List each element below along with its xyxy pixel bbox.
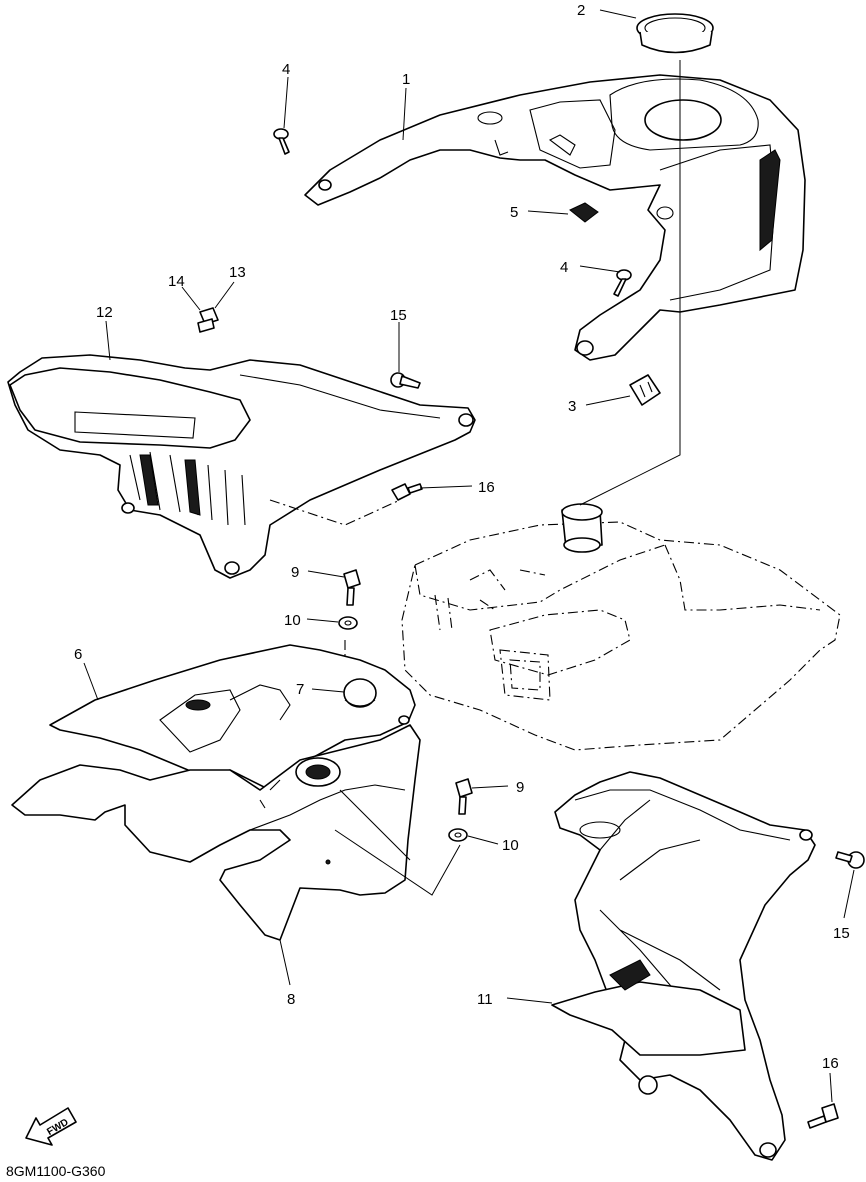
part-15-bolt-upper: [390, 372, 421, 389]
callout-16-lower: 16: [822, 1055, 839, 1072]
part-13-14-clip: [197, 307, 219, 333]
part-9-bolt-upper: [343, 569, 361, 606]
callout-15-lower: 15: [833, 925, 850, 942]
callout-13: 13: [229, 264, 246, 281]
callout-9-upper: 9: [291, 564, 299, 581]
part-1-tank-cover: [304, 74, 806, 361]
callout-1: 1: [402, 71, 410, 88]
part-4-screw-lower: [613, 269, 632, 297]
part-5-clip: [569, 202, 599, 223]
part-2-grommet: [636, 13, 714, 54]
part-10-washer-lower: [448, 828, 468, 842]
callout-7: 7: [296, 681, 304, 698]
callout-14: 14: [168, 273, 185, 290]
callout-10-upper: 10: [284, 612, 301, 629]
lower-assembly-lines: [334, 829, 461, 896]
part-12-side-cover: [7, 354, 476, 579]
part-7-cap: [343, 678, 377, 708]
callout-8: 8: [287, 991, 295, 1008]
callouts: 2 1 4 5 4 3 12 14 13 15 16 9 10 6 7 9 10…: [74, 2, 850, 1072]
callout-4-upper: 4: [282, 61, 290, 78]
callout-6: 6: [74, 646, 82, 663]
part-15-bolt-lower: [835, 851, 865, 869]
part-3-bracket: [629, 374, 661, 406]
callout-10-lower: 10: [502, 837, 519, 854]
leader-lines: [83, 9, 855, 1103]
callout-5: 5: [510, 204, 518, 221]
part-10-washer-upper: [338, 616, 358, 630]
callout-15-upper: 15: [390, 307, 407, 324]
part-16-bolt-lower: [807, 1103, 839, 1129]
callout-16-upper: 16: [478, 479, 495, 496]
callout-12: 12: [96, 304, 113, 321]
callout-11: 11: [477, 991, 493, 1008]
callout-2: 2: [577, 2, 585, 19]
part-4-screw-upper: [273, 128, 290, 155]
part-8-lower-panel: [11, 715, 421, 941]
drawing-code: 8GM1100-G360: [6, 1163, 106, 1179]
callout-9-lower: 9: [516, 779, 524, 796]
callout-3: 3: [568, 398, 576, 415]
part-16-bolt-upper: [391, 483, 423, 501]
callout-4-lower: 4: [560, 259, 568, 276]
part-11-side-cover: [551, 771, 816, 1161]
part-9-bolt-lower: [455, 778, 473, 815]
fwd-arrow-icon: FWD: [25, 1107, 77, 1146]
fuel-tank-phantom: [401, 503, 841, 751]
